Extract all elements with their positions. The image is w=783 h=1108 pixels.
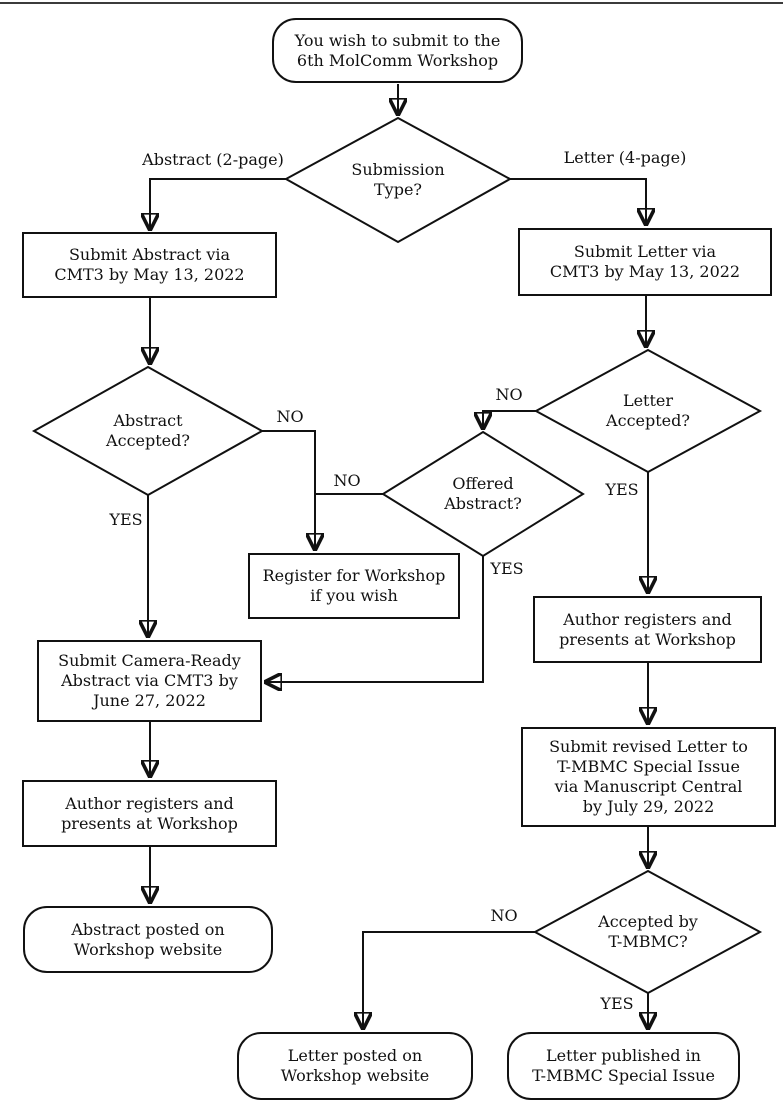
node-submit-letter: Submit Letter via CMT3 by May 13, 2022 xyxy=(518,228,772,296)
edge-label-letter-accepted-yes: YES xyxy=(605,480,639,499)
decision-letter-accepted-label: Letter Accepted? xyxy=(606,391,690,430)
edge-label-letter-branch: Letter (4-page) xyxy=(563,148,687,167)
edge-label-accepted-tmbmc-no: NO xyxy=(490,906,518,925)
node-camera-ready-abstract: Submit Camera-Ready Abstract via CMT3 by… xyxy=(37,640,262,722)
node-start: You wish to submit to the 6th MolComm Wo… xyxy=(272,18,523,83)
edge-letter-accepted-no-to-offered-abstract xyxy=(483,410,536,428)
node-abstract-posted: Abstract posted on Workshop website xyxy=(23,906,273,973)
edge-offered-abstract-yes-to-camera-ready xyxy=(266,556,484,682)
decision-offered-abstract-shape xyxy=(381,430,585,558)
node-register-workshop: Register for Workshop if you wish xyxy=(248,553,460,619)
node-submit-revised-letter: Submit revised Letter to T-MBMC Special … xyxy=(521,727,776,827)
decision-accepted-tmbmc-shape xyxy=(532,869,763,995)
edge-accepted-tmbmc-no-to-letter-posted xyxy=(363,931,535,1028)
edge-abstract-accepted-no-to-register xyxy=(262,430,315,549)
node-letter-published: Letter published in T-MBMC Special Issue xyxy=(507,1032,740,1100)
edge-submission-type-to-submit-letter xyxy=(510,178,646,224)
top-divider-rule xyxy=(0,2,783,4)
edge-label-accepted-tmbmc-yes: YES xyxy=(600,994,634,1013)
edge-label-abstract-accepted-no: NO xyxy=(276,407,304,426)
node-letter-posted: Letter posted on Workshop website xyxy=(237,1032,473,1100)
node-author-registers-left: Author registers and presents at Worksho… xyxy=(22,780,277,847)
edge-label-abstract-branch: Abstract (2-page) xyxy=(142,150,284,169)
decision-abstract-accepted-label: Abstract Accepted? xyxy=(106,411,190,450)
edge-label-offered-abstract-yes: YES xyxy=(490,559,524,578)
node-author-registers-right: Author registers and presents at Worksho… xyxy=(533,596,762,663)
decision-submission-type-shape xyxy=(283,116,513,244)
edge-label-offered-abstract-no: NO xyxy=(333,471,361,490)
edge-label-letter-accepted-no: NO xyxy=(495,385,523,404)
node-submit-abstract: Submit Abstract via CMT3 by May 13, 2022 xyxy=(22,232,277,298)
decision-offered-abstract-label: Offered Abstract? xyxy=(444,474,522,513)
decision-submission-type-label: Submission Type? xyxy=(351,160,445,199)
edge-submission-type-to-submit-abstract xyxy=(150,178,286,229)
decision-letter-accepted-shape xyxy=(533,348,763,474)
decision-accepted-tmbmc-label: Accepted by T-MBMC? xyxy=(598,912,698,951)
decision-abstract-accepted-shape xyxy=(31,365,265,497)
edge-label-abstract-accepted-yes: YES xyxy=(109,510,143,529)
